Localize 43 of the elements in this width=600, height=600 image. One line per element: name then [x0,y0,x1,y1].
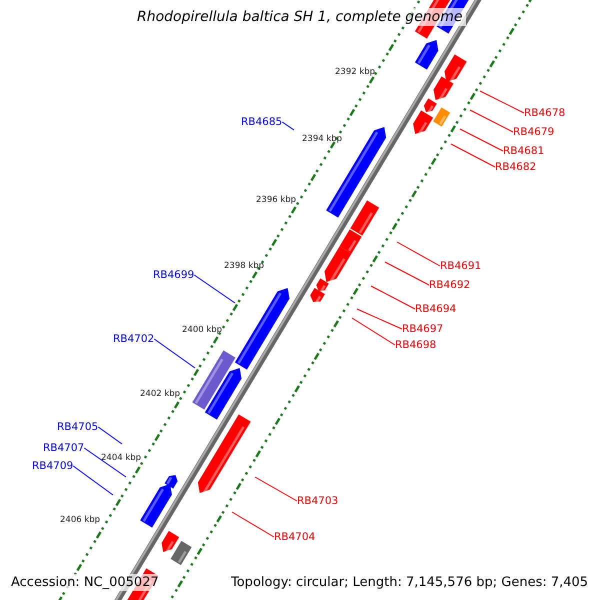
leader-line [352,318,396,346]
leader-line [282,122,294,130]
leader-line [84,448,126,478]
position-label: 2404 kbp [101,453,142,463]
leader-line [470,110,514,132]
gene-label: RB4697 [402,323,444,335]
position-label: 2392 kbp [335,67,376,77]
leader-line [356,308,402,330]
leader-line [384,262,430,286]
position-label: 2400 kbp [182,325,222,335]
diagram-title: Rhodopirellula baltica SH 1, complete genome [134,8,466,26]
gene-label: RB4705 [57,421,98,433]
gene-label: RB4694 [415,303,456,315]
leader-line [254,476,298,502]
position-label: 2402 kbp [140,389,180,399]
gene-label: RB4678 [524,107,566,119]
position-label: 2398 kbp [224,261,264,271]
position-label: 2394 kbp [302,134,342,144]
leader-line [480,90,524,114]
gene-label: RB4691 [440,260,482,272]
gene-label: RB4692 [429,279,470,291]
leader-line [194,274,236,304]
leader-line [450,144,496,168]
gene-label: RB4682 [495,161,536,173]
leader-line [460,128,504,152]
gene-label: RB4709 [32,460,74,472]
position-label: 2406 kbp [60,515,100,525]
gene-label: RB4707 [43,442,84,454]
leader-line [72,466,114,496]
gene-label: RB4699 [153,269,194,281]
leader-line [232,512,274,538]
gene-label: RB4703 [297,495,338,507]
leader-line [154,338,196,368]
gene-label: RB4698 [395,339,436,351]
gene-label: RB4702 [113,333,154,345]
gene-label: RB4704 [274,531,316,543]
leader-line [370,286,416,310]
gene-label: RB4685 [241,116,282,128]
gene-label: RB4681 [503,145,544,157]
position-label: 2396 kbp [256,195,296,205]
leader-line [98,426,122,444]
gene-label: RB4679 [513,126,554,138]
leader-line [396,242,440,266]
